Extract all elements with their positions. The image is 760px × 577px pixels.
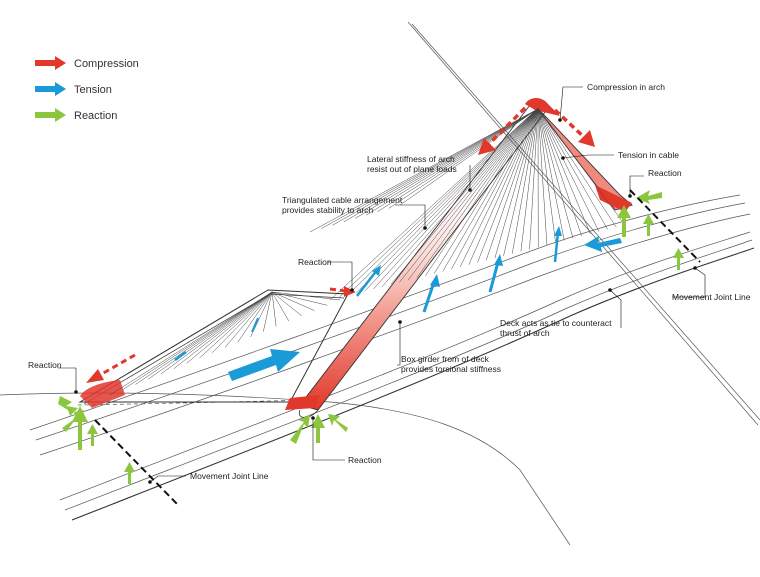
cable-line [343, 109, 537, 223]
cable-line [511, 107, 539, 254]
cable-line [321, 109, 537, 229]
cable-line [537, 107, 626, 226]
cable-line [459, 107, 539, 268]
cable-line [199, 291, 273, 359]
cable-line [122, 291, 273, 390]
label-movement-joint-bottom: Movement Joint Line [190, 471, 269, 481]
cable-line [451, 107, 539, 270]
cable-line [537, 107, 617, 228]
cable-line [537, 107, 608, 230]
cable-line [271, 291, 328, 306]
cable-line [377, 109, 537, 212]
cable-line [135, 291, 273, 385]
cable-line [425, 107, 539, 276]
cable-line [477, 107, 539, 263]
reaction-arrows [58, 190, 684, 484]
tension-arrows [174, 226, 622, 381]
cable-line [399, 109, 537, 206]
cable-line [520, 107, 539, 252]
label-compression-in-arch: Compression in arch [587, 82, 665, 92]
cable-line [537, 107, 548, 245]
cable-line [237, 291, 273, 343]
cable-line [416, 107, 539, 279]
label-box-girder-line2: provides torsional stiffness [401, 364, 501, 374]
label-deck-tie-line2: thrust of arch [500, 328, 550, 338]
label-triangulated-line1: Triangulated cable arrangement [282, 195, 403, 205]
label-reaction-mid-left: Reaction [298, 257, 332, 267]
cables [109, 107, 626, 396]
cable-line [354, 109, 537, 219]
cable-line [148, 291, 273, 380]
cable-line [407, 107, 539, 281]
label-reaction-bottom: Reaction [348, 455, 382, 465]
cable-line [366, 109, 537, 216]
cable-line [186, 291, 273, 364]
cable-line [399, 107, 539, 283]
cable-line [537, 107, 591, 234]
legend-tension: Tension [35, 82, 112, 96]
cable-line [529, 107, 539, 250]
cable-line [271, 291, 290, 322]
background-lines [0, 21, 760, 546]
cable-line [224, 291, 273, 348]
cable-line [355, 107, 539, 294]
cable-line [271, 291, 341, 301]
legend-reaction: Reaction [35, 108, 117, 122]
compression-arrows [86, 106, 595, 383]
annotations: Compression in arch Tension in cable Lat… [28, 82, 751, 481]
legend-compression-label: Compression [74, 58, 139, 70]
cable-line [160, 291, 273, 375]
legend-reaction-label: Reaction [74, 110, 117, 122]
cable-line [390, 107, 539, 285]
label-lateral-stiffness-line1: Lateral stiffness of arch [367, 154, 455, 164]
cable-line [263, 291, 273, 332]
cable-line [373, 107, 539, 290]
label-box-girder-line1: Box girder from of deck [401, 354, 490, 364]
cable-line [271, 291, 315, 311]
reaction-arrow-icon [35, 108, 66, 122]
legend-compression: Compression [35, 56, 139, 70]
label-reaction-right: Reaction [648, 168, 682, 178]
cable-line [537, 107, 556, 243]
cable-line [537, 107, 565, 241]
cable-line [388, 109, 537, 209]
label-tension-in-cable: Tension in cable [618, 150, 679, 160]
cable-line [329, 107, 539, 301]
deck [29, 194, 755, 521]
cable-line [271, 291, 277, 327]
cable-line [442, 107, 539, 272]
cable-line [109, 291, 273, 396]
label-triangulated-line2: provides stability to arch [282, 205, 373, 215]
leader-lines [58, 86, 706, 484]
label-lateral-stiffness-line2: resist out of plane loads [367, 164, 457, 174]
cable-line [494, 107, 539, 259]
label-deck-tie-line1: Deck acts as tie to counteract [500, 318, 612, 328]
cable-line [364, 107, 539, 292]
cable-line [537, 107, 600, 232]
cable-line [537, 107, 574, 239]
cable-line [347, 107, 539, 296]
cable-line [537, 107, 582, 237]
label-movement-joint-right: Movement Joint Line [672, 292, 751, 302]
cable-line [433, 107, 539, 274]
compression-arrow-icon [35, 56, 66, 70]
movement-joint-lines [94, 189, 701, 506]
cable-line [309, 109, 537, 233]
cable-line [468, 107, 539, 265]
label-reaction-left: Reaction [28, 360, 62, 370]
cable-line [381, 107, 539, 287]
tension-arrow-icon [35, 82, 66, 96]
cable-line [212, 291, 273, 353]
cable-line [485, 107, 539, 261]
legend: Compression Tension Reaction [35, 56, 139, 122]
cable-line [173, 291, 273, 369]
cable-line [271, 291, 302, 317]
cable-line [338, 107, 539, 298]
legend-tension-label: Tension [74, 84, 112, 96]
cable-line [503, 107, 539, 256]
